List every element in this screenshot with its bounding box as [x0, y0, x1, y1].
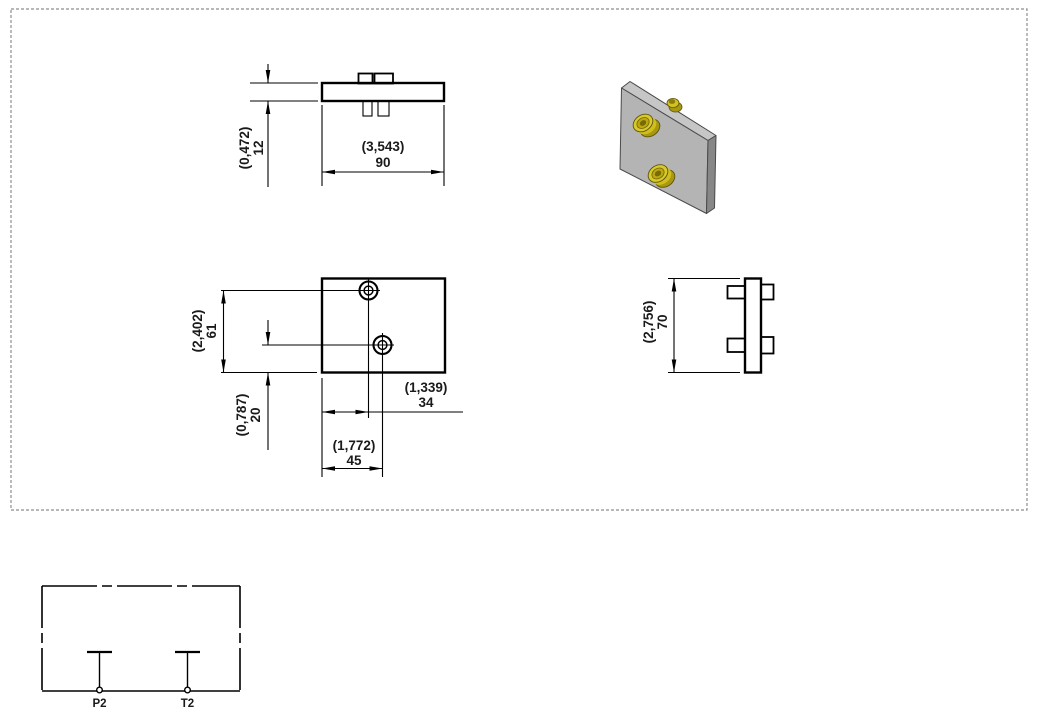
top-view: (0,472) 12 (3,543) 90 [237, 64, 446, 187]
port-p2-connection-point [95, 686, 103, 694]
front-view: (2,402) 61 (0,787) 20 (1,339) 34 (1,772)… [190, 277, 463, 477]
front-view-hole-1 [358, 280, 379, 301]
front-view-hole2-height-dim: (0,787) 20 [234, 320, 271, 450]
dim-hole2-x-inch: (1,772) [333, 438, 376, 453]
hydraulic-schematic: P2 T2 [41, 585, 241, 710]
front-view-plate [320, 277, 447, 374]
iso-fitting-1 [632, 113, 661, 138]
side-view-fitting-top-left [726, 285, 746, 300]
front-view-hole1-x-dim: (1,339) 34 [322, 380, 463, 415]
dim-hole1-y-mm: 61 [204, 323, 219, 339]
dim-width-mm: 90 [375, 155, 390, 170]
dim-side-height-mm: 70 [655, 314, 670, 329]
dim-side-height-inch: (2,756) [641, 301, 656, 344]
sheet-border [10, 8, 1028, 511]
port-p2-label: P2 [92, 698, 106, 710]
isometric-view [619, 81, 717, 214]
iso-top-fitting [666, 98, 683, 113]
dim-hole2-y-mm: 20 [248, 407, 263, 422]
schematic-plug-t2 [175, 650, 200, 694]
top-view-stud-2 [377, 100, 390, 117]
dim-width-inch: (3,543) [362, 139, 405, 154]
front-view-hole2-x-dim: (1,772) 45 [322, 438, 383, 471]
side-view-plate [743, 277, 763, 374]
front-view-hole-2 [372, 334, 393, 356]
top-view-width-dim: (3,543) 90 [321, 105, 445, 186]
front-view-hole1-height-dim: (2,402) 61 [190, 290, 226, 373]
dim-hole2-x-mm: 45 [346, 453, 362, 468]
dim-hole1-x-mm: 34 [418, 395, 434, 410]
top-view-stud-1 [362, 100, 373, 117]
dim-hole1-y-inch: (2,402) [190, 310, 205, 353]
side-view-fitting-bottom-right [760, 336, 775, 355]
dim-hole2-y-inch: (0,787) [234, 394, 249, 437]
iso-fitting-2 [647, 164, 676, 188]
side-view: (2,756) 70 [641, 277, 775, 374]
top-view-thickness-dim: (0,472) 12 [237, 64, 318, 187]
port-t2-label: T2 [181, 698, 194, 710]
dim-hole1-x-inch: (1,339) [405, 380, 448, 395]
dim-thickness-mm: 12 [251, 140, 266, 155]
side-view-height-dim: (2,756) 70 [641, 277, 740, 374]
dim-thickness-inch: (0,472) [237, 127, 252, 170]
iso-plate-side-face [706, 135, 717, 214]
side-view-fitting-bottom-left [726, 337, 746, 353]
side-view-fitting-top-right [760, 283, 775, 301]
port-t2-connection-point [183, 686, 191, 694]
schematic-plug-p2 [87, 650, 112, 694]
top-view-plate [320, 81, 446, 103]
